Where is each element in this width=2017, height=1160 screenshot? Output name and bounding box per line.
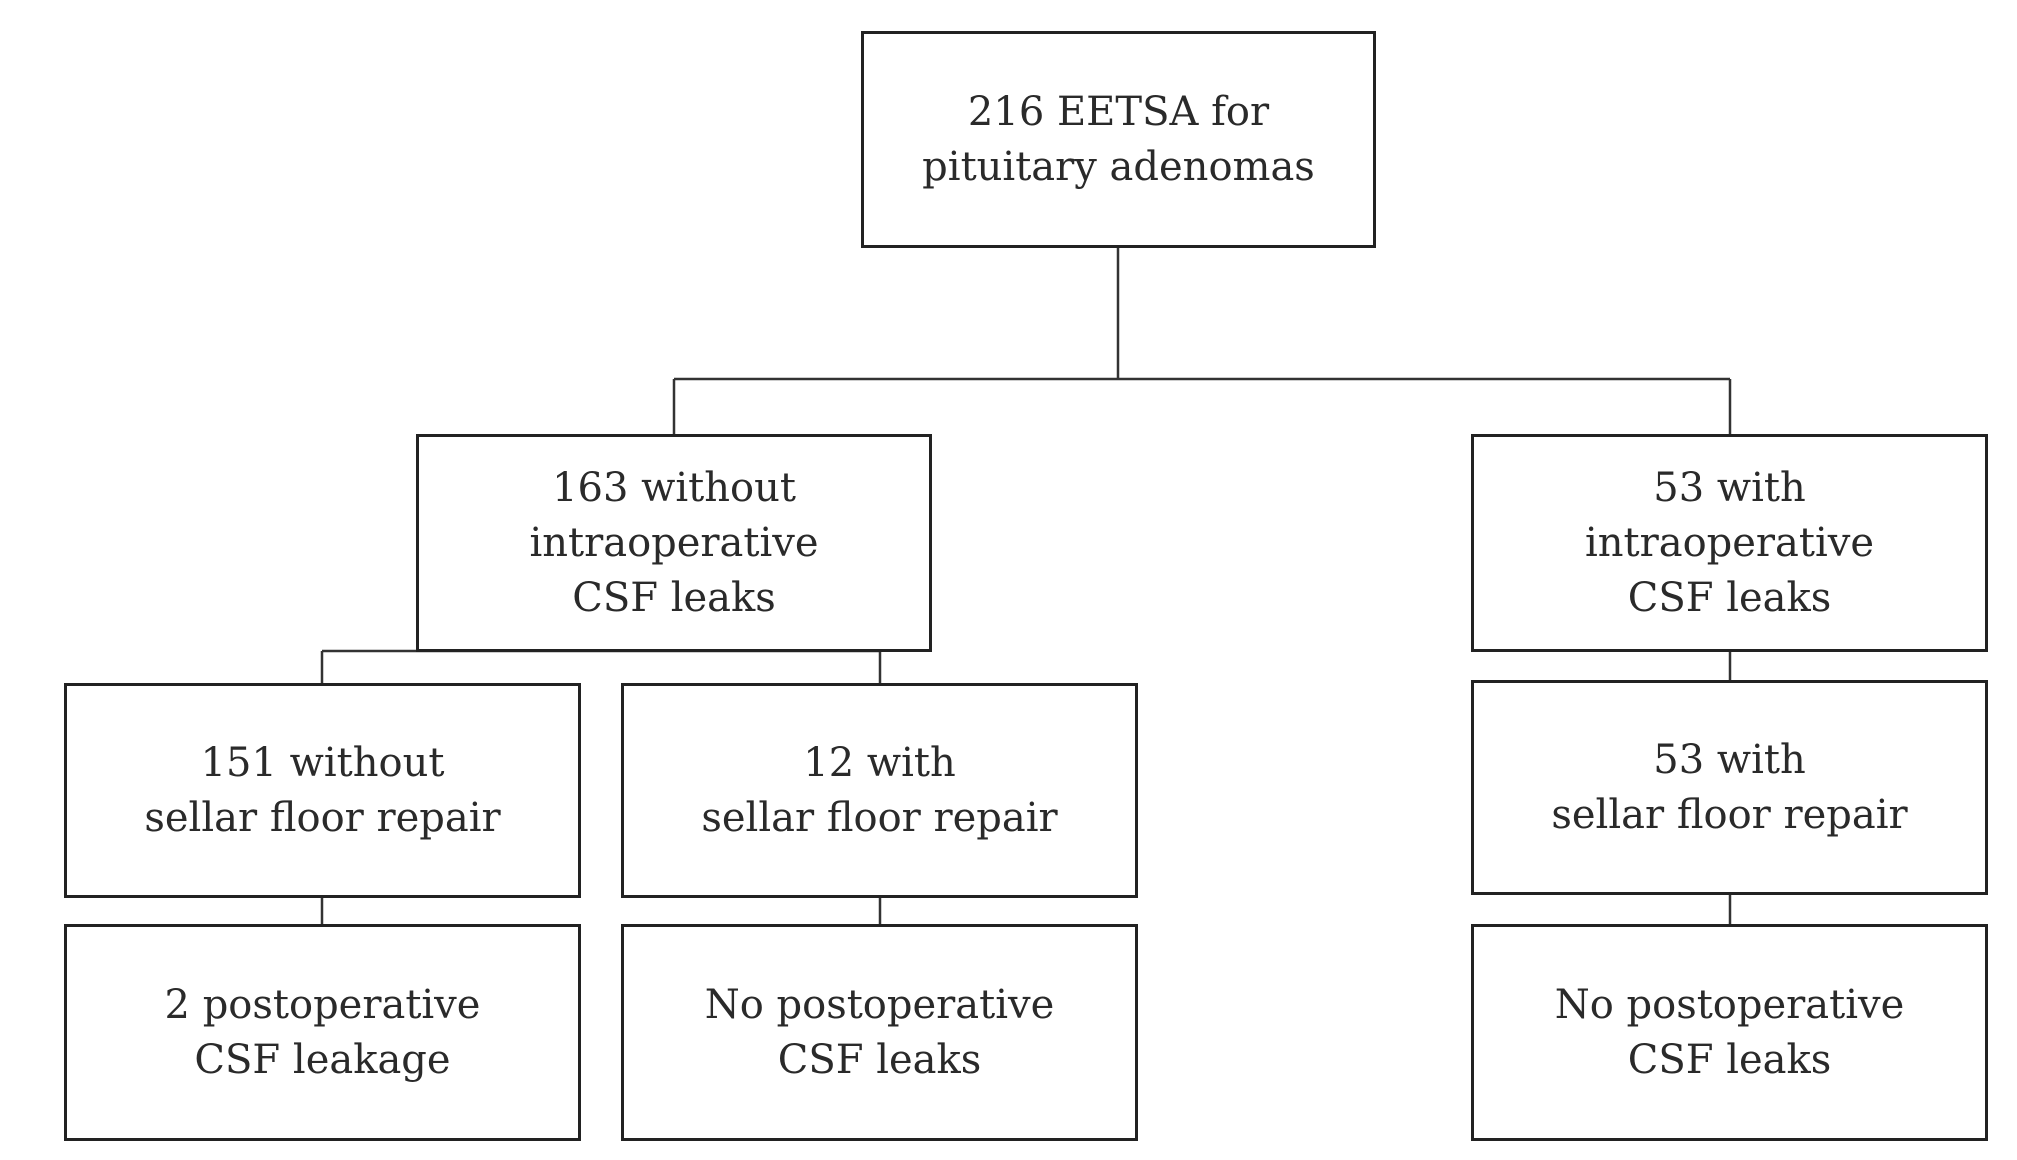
with-repair-12-line-2: sellar floor repair xyxy=(701,794,1058,841)
with-leaks-line-1: 53 with xyxy=(1653,464,1806,511)
with-leaks-line-2: intraoperative xyxy=(1584,519,1875,566)
connector-without-leaks-split xyxy=(320,649,882,683)
root-box: 216 EETSA for pituitary adenomas xyxy=(861,31,1376,248)
without-leaks-box: 163 without intraoperative CSF leaks xyxy=(416,434,932,652)
outcome-none-12-box: No postoperative CSF leaks xyxy=(621,924,1138,1141)
outcome-none-12-line-2: CSF leaks xyxy=(777,1036,982,1083)
with-leaks-box: 53 with intraoperative CSF leaks xyxy=(1471,434,1988,652)
without-leaks-line-2: intraoperative xyxy=(529,519,819,566)
outcome-none-53-box: No postoperative CSF leaks xyxy=(1471,924,1988,1141)
with-leaks-line-3: CSF leaks xyxy=(1627,574,1832,621)
outcome-none-53-line-1: No postoperative xyxy=(1554,981,1905,1028)
root-line-2: pituitary adenomas xyxy=(922,143,1315,190)
with-repair-53-line-2: sellar floor repair xyxy=(1551,791,1908,838)
without-leaks-line-3: CSF leaks xyxy=(572,574,776,621)
outcome-none-53-line-2: CSF leaks xyxy=(1627,1036,1832,1083)
root-line-1: 216 EETSA for xyxy=(967,88,1270,135)
with-repair-53-box: 53 with sellar floor repair xyxy=(1471,680,1988,895)
outcome-none-12-line-1: No postoperative xyxy=(704,981,1055,1028)
outcome-leakage-line-2: CSF leakage xyxy=(194,1036,451,1083)
with-repair-12-line-1: 12 with xyxy=(803,739,956,786)
without-leaks-line-1: 163 without xyxy=(552,464,796,511)
outcome-leakage-box: 2 postoperative CSF leakage xyxy=(64,924,581,1141)
without-repair-box: 151 without sellar floor repair xyxy=(64,683,581,898)
with-repair-53-line-1: 53 with xyxy=(1653,736,1806,783)
connector-root-split xyxy=(672,248,1732,434)
outcome-leakage-line-1: 2 postoperative xyxy=(164,981,481,1028)
with-repair-12-box: 12 with sellar floor repair xyxy=(621,683,1138,898)
without-repair-line-1: 151 without xyxy=(200,739,445,786)
without-repair-line-2: sellar floor repair xyxy=(144,794,501,841)
